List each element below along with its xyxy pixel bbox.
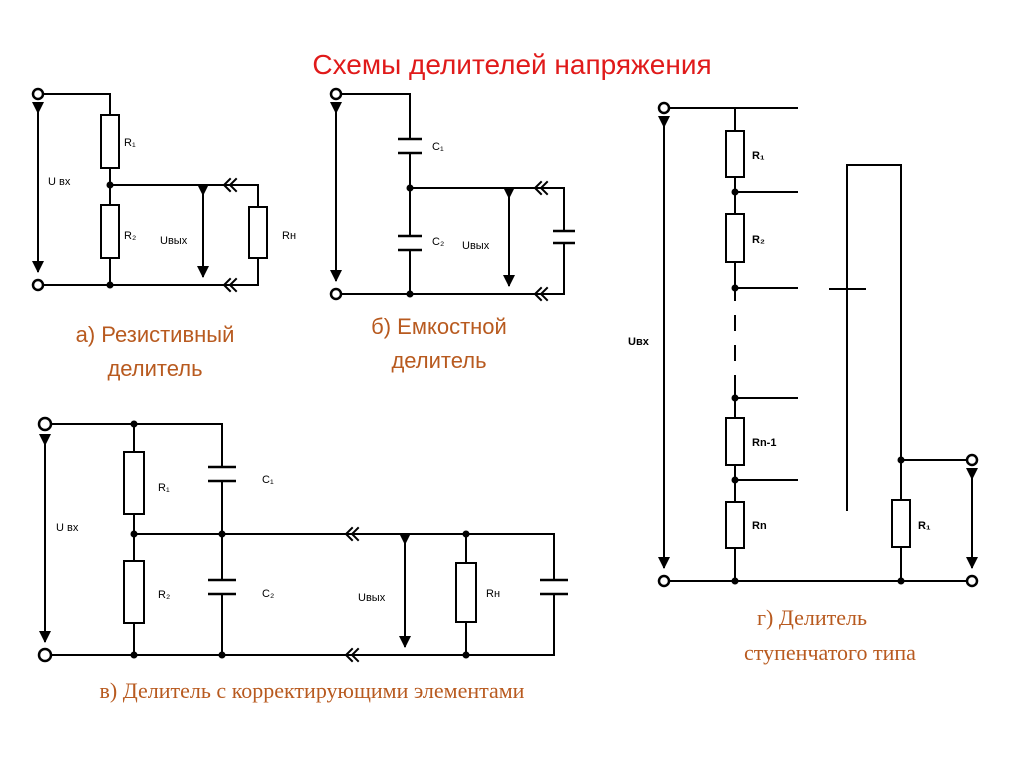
capacitor-c1-c	[208, 465, 236, 483]
label-rn-c: Rн	[486, 588, 500, 600]
label-r1-out-d: R₁	[918, 520, 931, 532]
resistor-r1-a	[100, 114, 120, 169]
connector-top-b	[533, 180, 549, 196]
circuit-b-capacitive: C₁ C₂ Uвых б) Емкостной делитель	[329, 87, 575, 373]
terminal-in-top-a	[31, 87, 45, 101]
terminal-in-top-b	[329, 87, 343, 101]
caption-c: в) Делитель с корректирующими элементами	[100, 678, 525, 703]
capacitor-c2-b	[398, 234, 422, 252]
label-c1-c: C₁	[262, 474, 274, 486]
label-rn1-d: Rn-1	[752, 437, 776, 449]
resistor-r1-out-d	[891, 499, 911, 548]
connector-top-a	[222, 177, 238, 193]
caption-b-line2: делитель	[391, 348, 486, 373]
resistor-r2-c	[123, 560, 145, 624]
label-uin-c: U вх	[56, 522, 79, 534]
label-c1-b: C₁	[432, 141, 444, 153]
caption-d-line2: ступенчатого типа	[744, 640, 916, 665]
label-r2-a: R₂	[124, 230, 136, 242]
circuit-d-step: R₁ R₂ Rn-1 Rn R₁ Uвх г) Делитель ступенч…	[628, 101, 979, 665]
label-rn-d: Rn	[752, 520, 767, 532]
resistor-r1-c	[123, 451, 145, 515]
terminal-in-bottom-d	[657, 574, 671, 588]
circuit-a-resistive: R₁ R₂ Rн U вх Uвых а) Резистивный делите…	[31, 87, 296, 381]
connector-bottom-c	[344, 647, 360, 663]
label-r2-c: R₂	[158, 589, 170, 601]
page-title: Схемы делителей напряжения	[312, 49, 711, 80]
label-uout-a: Uвых	[160, 235, 188, 247]
label-uin-d: Uвх	[628, 336, 650, 348]
circuit-c-compensated: R₁ R₂ C₁ C₂ Rн U вх Uвых в) Делитель с к…	[37, 416, 568, 703]
resistor-rn1-d	[725, 417, 745, 466]
label-r1-c: R₁	[158, 482, 170, 494]
terminal-out-bottom-d	[965, 574, 979, 588]
capacitor-load-b	[553, 229, 575, 245]
label-uin-a: U вх	[48, 176, 71, 188]
caption-b-line1: б) Емкостной	[371, 314, 507, 339]
connector-bottom-a	[222, 277, 238, 293]
caption-a-line2: делитель	[107, 356, 202, 381]
resistor-rn-d	[725, 501, 745, 549]
label-r2-d: R₂	[752, 234, 765, 246]
resistor-r2-d	[725, 213, 745, 263]
capacitor-c2-c	[208, 578, 236, 596]
resistor-rn-c	[455, 562, 477, 623]
resistor-rn-a	[248, 206, 268, 259]
label-uout-c: Uвых	[358, 592, 386, 604]
capacitor-c1-b	[398, 137, 422, 155]
terminal-in-bottom-c	[37, 647, 53, 663]
label-r1-a: R₁	[124, 137, 136, 149]
terminal-out-top-d	[965, 453, 979, 467]
label-uout-b: Uвых	[462, 240, 490, 252]
terminal-in-top-c	[37, 416, 53, 432]
label-c2-b: C₂	[432, 236, 444, 248]
caption-d-line1: г) Делитель	[757, 605, 867, 630]
label-r1-d: R₁	[752, 150, 765, 162]
label-c2-c: C₂	[262, 588, 274, 600]
capacitor-load-c	[540, 578, 568, 596]
connector-top-c	[344, 526, 360, 542]
resistor-r1-d	[725, 130, 745, 178]
label-rn-a: Rн	[282, 230, 296, 242]
terminal-in-top-d	[657, 101, 671, 115]
terminal-in-bottom-a	[31, 278, 45, 292]
resistor-r2-a	[100, 204, 120, 259]
caption-a-line1: а) Резистивный	[76, 322, 235, 347]
terminal-in-bottom-b	[329, 287, 343, 301]
connector-bottom-b	[533, 286, 549, 302]
